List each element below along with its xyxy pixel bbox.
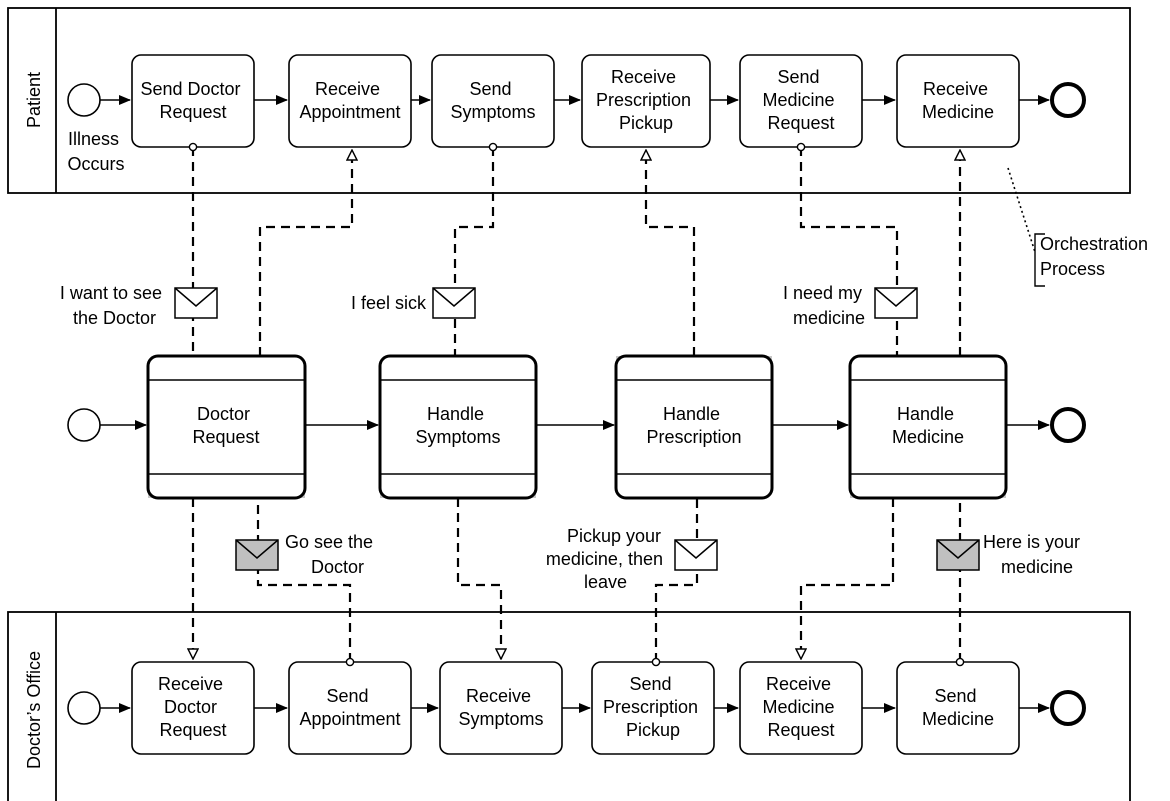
- task-label: Send Medicine: [922, 686, 994, 729]
- message-here-is-your-medicine: Here is your medicine: [936, 532, 1085, 577]
- task-receive-medicine[interactable]: Receive Medicine: [896, 54, 1020, 148]
- choreography-task-doctor-request[interactable]: Doctor Request: [146, 354, 307, 500]
- task-label: Receive Doctor Request: [158, 674, 228, 740]
- task-label: Receive Appointment: [299, 79, 400, 122]
- task-receive-symptoms[interactable]: Receive Symptoms: [439, 661, 563, 755]
- task-label: Send Symptoms: [450, 79, 535, 122]
- envelope-icon: [432, 287, 476, 319]
- task-label: Send Prescription Pickup: [603, 674, 703, 740]
- message-flow-line: [651, 498, 699, 667]
- message-i-need-my-medicine: I need my medicine: [783, 283, 918, 328]
- envelope-icon: [674, 539, 718, 571]
- message-label: I want to see the Doctor: [60, 283, 167, 328]
- task-send-medicine-request[interactable]: Send Medicine Request: [739, 54, 863, 148]
- task-receive-prescription-pickup[interactable]: Receive Prescription Pickup: [581, 54, 711, 148]
- message-flow-line: [456, 498, 501, 659]
- task-label: Receive Symptoms: [458, 686, 543, 729]
- task-receive-appointment[interactable]: Receive Appointment: [288, 54, 412, 148]
- choreography-task-handle-medicine[interactable]: Handle Medicine: [848, 354, 1008, 500]
- message-flow-line: [801, 498, 895, 659]
- message-label: Go see the Doctor: [285, 532, 378, 577]
- task-label: Receive Medicine: [922, 79, 994, 122]
- pool-patient-label: Patient: [24, 72, 44, 128]
- task-label: Send Medicine Request: [762, 67, 839, 133]
- message-label: Here is your medicine: [983, 532, 1085, 577]
- choreography-lane: Doctor Request Handle Symptoms Handle Pr…: [67, 354, 1086, 500]
- message-label: I need my medicine: [783, 283, 867, 328]
- task-send-prescription-pickup[interactable]: Send Prescription Pickup: [591, 661, 715, 755]
- message-i-want-to-see-the-doctor: I want to see the Doctor: [60, 283, 218, 328]
- doctors-office-start-event[interactable]: [67, 691, 101, 725]
- choreography-task-label: Doctor Request: [192, 404, 259, 447]
- task-receive-medicine-request[interactable]: Receive Medicine Request: [739, 661, 863, 755]
- annotation-label: Orchestration Process: [1040, 234, 1153, 279]
- task-send-doctor-request[interactable]: Send Doctor Request: [131, 54, 255, 148]
- patient-start-event[interactable]: [67, 83, 101, 117]
- envelope-icon: [936, 539, 980, 571]
- task-label: Receive Prescription Pickup: [596, 67, 696, 133]
- doctors-office-end-event[interactable]: [1050, 690, 1086, 726]
- choreography-task-handle-symptoms[interactable]: Handle Symptoms: [378, 354, 538, 500]
- message-pickup-your-medicine: Pickup your medicine, then leave: [546, 526, 718, 592]
- patient-start-label: Illness Occurs: [67, 129, 124, 174]
- envelope-icon: [235, 539, 279, 571]
- doctors-office-lane: Receive Doctor Request Send Appointment …: [67, 661, 1086, 755]
- choreography-task-label: Handle Symptoms: [415, 404, 500, 447]
- task-send-appointment[interactable]: Send Appointment: [288, 661, 412, 755]
- pool-doctors-office-label: Doctor’s Office: [24, 651, 44, 769]
- message-go-see-the-doctor: Go see the Doctor: [235, 532, 378, 577]
- patient-end-event[interactable]: [1050, 82, 1086, 118]
- task-label: Send Appointment: [299, 686, 400, 729]
- choreography-task-label: Handle Prescription: [646, 404, 741, 447]
- task-label: Receive Medicine Request: [762, 674, 839, 740]
- orchestration-annotation: Orchestration Process: [1007, 167, 1153, 287]
- annotation-bracket: [1034, 233, 1045, 287]
- task-send-symptoms[interactable]: Send Symptoms: [431, 54, 555, 148]
- message-flow-line: [258, 150, 352, 356]
- message-label: I feel sick: [351, 293, 427, 313]
- message-flow-line: [646, 150, 696, 356]
- task-send-medicine[interactable]: Send Medicine: [896, 661, 1020, 755]
- choreography-end-event[interactable]: [1050, 407, 1086, 443]
- choreography-task-handle-prescription[interactable]: Handle Prescription: [614, 354, 774, 500]
- choreography-task-label: Handle Medicine: [892, 404, 964, 447]
- message-i-feel-sick: I feel sick: [351, 287, 476, 319]
- choreography-start-event[interactable]: [67, 408, 101, 442]
- message-label: Pickup your medicine, then leave: [546, 526, 668, 592]
- task-label: Send Doctor Request: [140, 79, 245, 122]
- envelope-icon: [174, 287, 218, 319]
- task-receive-doctor-request[interactable]: Receive Doctor Request: [131, 661, 255, 755]
- envelope-icon: [874, 287, 918, 319]
